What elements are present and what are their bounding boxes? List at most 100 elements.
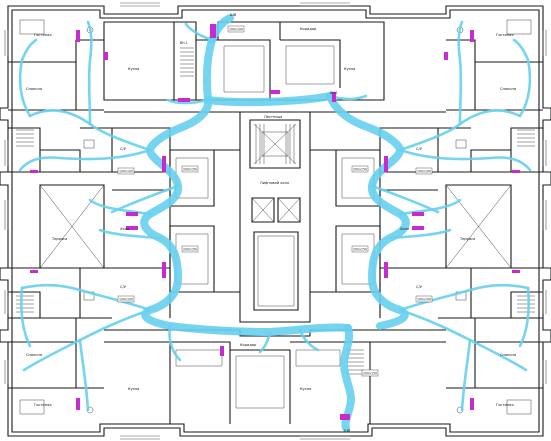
duct-tag-box bbox=[415, 295, 433, 303]
ventilation-unit bbox=[384, 156, 388, 172]
duct-tag-box bbox=[227, 25, 245, 33]
shaft-label: ШВ bbox=[230, 13, 237, 17]
room-label: Лифтовой холл bbox=[260, 181, 289, 185]
branch-duct bbox=[78, 338, 90, 412]
duct-tags: 100x100 100x100 100x100 100x100 100x100 … bbox=[117, 25, 433, 377]
fixtures bbox=[19, 19, 532, 415]
branch-duct bbox=[86, 20, 93, 126]
branch-duct bbox=[398, 283, 530, 312]
room-label: Терраса bbox=[459, 237, 475, 241]
duct-tag-box bbox=[415, 167, 433, 175]
duct-tag-text: 100x100 bbox=[417, 298, 431, 302]
ventilation-unit bbox=[512, 270, 520, 273]
unit-tag: ВН-1 bbox=[180, 41, 188, 45]
ventilation-unit bbox=[444, 52, 448, 60]
branch-duct bbox=[168, 324, 182, 362]
room-label: Гостиная bbox=[34, 403, 52, 407]
ventilation-unit bbox=[162, 262, 166, 278]
room-label: Спальня bbox=[26, 353, 42, 357]
duct-tag-text: 100x100 bbox=[229, 28, 243, 32]
branch-duct bbox=[388, 228, 452, 240]
duct-tag-text: 200x150 bbox=[363, 372, 377, 376]
main-duct bbox=[140, 36, 352, 336]
windows bbox=[4, 2, 547, 440]
ventilation-units bbox=[30, 24, 520, 420]
room-label: Кухня bbox=[344, 67, 355, 71]
branch-duct bbox=[166, 98, 210, 105]
unit-tag: ВН-1 bbox=[330, 91, 338, 95]
room-label: Коридор bbox=[240, 343, 257, 347]
ventilation-unit bbox=[470, 398, 474, 410]
branch-duct bbox=[88, 198, 152, 216]
ventilation-unit bbox=[30, 270, 38, 273]
duct-tag-box bbox=[351, 245, 369, 253]
ventilation-unit bbox=[412, 226, 424, 230]
room-label: С/У bbox=[416, 285, 423, 289]
room-label: Лестница bbox=[264, 115, 282, 119]
duct-tag-text: 200x150 bbox=[183, 248, 197, 252]
branch-duct bbox=[98, 228, 162, 240]
ventilation-unit bbox=[126, 212, 138, 216]
room-label: Гостиная bbox=[496, 403, 514, 407]
ventilation-unit bbox=[384, 262, 388, 278]
branch-duct bbox=[398, 148, 532, 172]
duct-tag-text: 100x100 bbox=[119, 298, 133, 302]
ventilation-unit bbox=[104, 52, 108, 60]
duct-tag-text: 200x150 bbox=[183, 168, 197, 172]
core-walls bbox=[239, 111, 311, 323]
room-label: Спальня bbox=[500, 87, 516, 91]
room-label: Кухня bbox=[128, 67, 139, 71]
duct-tag-box bbox=[181, 245, 199, 253]
ventilation-unit bbox=[76, 30, 80, 42]
room-label: С/У bbox=[120, 285, 127, 289]
room-label: С/У bbox=[416, 147, 423, 151]
branch-duct bbox=[457, 20, 464, 126]
room-label: Коридор bbox=[300, 27, 317, 31]
room-label: Холл bbox=[400, 227, 409, 231]
room-label: С/У bbox=[120, 147, 127, 151]
right-wing-walls bbox=[437, 39, 543, 389]
branch-duct bbox=[184, 22, 214, 42]
ventilation-unit bbox=[340, 414, 350, 420]
room-label: Кухня bbox=[300, 387, 311, 391]
ventilation-unit bbox=[220, 346, 224, 356]
branch-duct bbox=[20, 283, 152, 312]
branch-duct bbox=[298, 328, 320, 352]
duct-tag-box bbox=[117, 295, 135, 303]
branch-duct bbox=[398, 198, 462, 216]
room-label: Терраса bbox=[51, 237, 67, 241]
branch-duct bbox=[18, 38, 38, 118]
room-label: Кухня bbox=[128, 387, 139, 391]
duct-network bbox=[18, 14, 532, 432]
room-label: Гостиная bbox=[34, 33, 52, 37]
main-duct bbox=[340, 324, 355, 432]
branch-duct bbox=[518, 286, 531, 348]
branch-duct bbox=[18, 148, 152, 172]
ventilation-unit bbox=[178, 98, 190, 102]
ventilation-unit bbox=[470, 30, 474, 42]
room-label: Гостиная bbox=[496, 33, 514, 37]
duct-tag-text: 100x100 bbox=[119, 170, 133, 174]
ventilation-unit bbox=[412, 212, 424, 216]
main-duct bbox=[204, 92, 334, 107]
room-label: Холл bbox=[120, 227, 129, 231]
duct-tag-box bbox=[351, 165, 369, 173]
branch-duct bbox=[258, 330, 272, 354]
ventilation-unit bbox=[332, 92, 336, 102]
duct-tag-box bbox=[361, 369, 379, 377]
branch-duct bbox=[460, 338, 472, 412]
room-label: Спальня bbox=[26, 87, 42, 91]
duct-tag-text: 200x150 bbox=[353, 248, 367, 252]
shaft-label: ШВ bbox=[344, 429, 351, 433]
duct-tag-box bbox=[181, 165, 199, 173]
duct-tag-box bbox=[117, 167, 135, 175]
ventilation-unit bbox=[210, 24, 216, 38]
outer-walls bbox=[0, 5, 551, 437]
ventilation-unit bbox=[30, 170, 38, 173]
ventilation-unit bbox=[512, 170, 520, 173]
ventilation-unit bbox=[126, 226, 138, 230]
ventilation-unit bbox=[76, 398, 80, 410]
room-label: Спальня bbox=[500, 353, 516, 357]
